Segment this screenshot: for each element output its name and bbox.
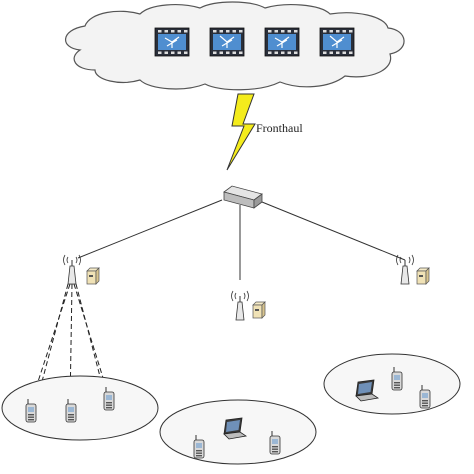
mobile-phone-icon [269,431,281,455]
film-icon [264,27,300,57]
fronthaul-label: Fronthaul [256,121,303,135]
laptop-icon [355,379,380,402]
laptop-icon [223,417,248,440]
mobile-phone-icon [103,387,115,411]
server-icon [252,301,266,319]
link-right [261,201,406,261]
mobile-phone-icon [419,385,431,409]
server-icon [86,267,100,285]
film-icon [154,27,190,57]
mobile-phone-icon [193,435,205,459]
backhaul-links [77,199,406,280]
antenna-tower-icon [231,290,249,321]
antenna-tower-icon [396,254,414,285]
mobile-phone-icon [25,399,37,423]
mobile-phone-icon [391,367,403,391]
film-icon [319,27,355,57]
lightning-icon [226,93,256,171]
antenna-tower-icon [63,254,81,285]
user-cluster-left [1,375,159,441]
link-left [77,199,223,259]
server-icon [416,267,430,285]
film-icon [209,27,245,57]
mobile-phone-icon [65,399,77,423]
switch-icon [223,185,263,209]
